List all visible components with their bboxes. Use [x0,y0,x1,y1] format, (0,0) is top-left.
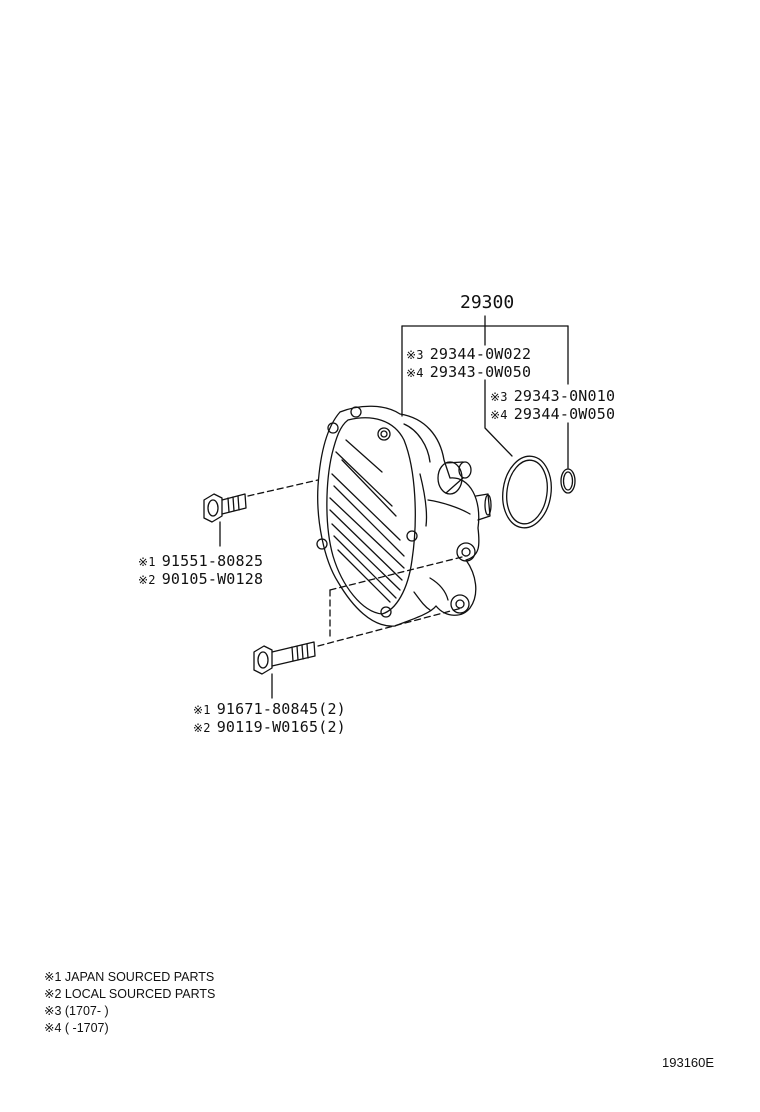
part-number: 91671-80845(2) [216,700,346,718]
ring-large-part-2[interactable]: ※4 29343-0W050 [406,363,531,382]
condition-mark: ※3 [490,390,508,404]
part-number: 90119-W0165(2) [216,718,346,736]
ring-large-part-1[interactable]: ※3 29344-0W022 [406,345,531,364]
bolt-long-part-1[interactable]: ※1 91671-80845(2) [193,700,346,719]
condition-mark: ※1 [193,703,211,717]
bolt-long-part-2[interactable]: ※2 90119-W0165(2) [193,718,346,737]
note-japan-sourced: ※1 JAPAN SOURCED PARTS [44,970,215,984]
main-part-number[interactable]: 29300 [460,292,515,313]
note-date-until: ※4 ( -1707) [44,1021,109,1035]
main-part-bracket [401,315,569,417]
condition-mark: ※1 [138,555,156,569]
o-ring-small [560,468,576,494]
bolt-short [203,493,247,547]
bolt-short-part-2[interactable]: ※2 90105-W0128 [138,570,263,589]
note-date-from: ※3 (1707- ) [44,1004,109,1018]
ring-small-part-1[interactable]: ※3 29343-0N010 [490,387,615,406]
condition-mark: ※3 [406,348,424,362]
condition-mark: ※4 [406,366,424,380]
condition-mark: ※2 [138,573,156,587]
part-number: 29344-0W022 [429,345,532,363]
bolt-short-path [247,479,319,497]
part-number: 91551-80825 [161,552,264,570]
note-local-sourced: ※2 LOCAL SOURCED PARTS [44,987,216,1001]
figure-id: 193160E [662,1055,715,1070]
condition-mark: ※2 [193,721,211,735]
ring-small-part-2[interactable]: ※4 29344-0W050 [490,405,615,424]
part-number: 90105-W0128 [161,570,264,588]
vacuum-pump-body [316,405,492,627]
condition-mark: ※4 [490,408,508,422]
o-ring-large [502,455,552,529]
part-number: 29343-0N010 [513,387,616,405]
part-number: 29343-0W050 [429,363,532,381]
bolt-long [253,641,316,699]
ring-large-leader [484,379,513,457]
bolt-short-part-1[interactable]: ※1 91551-80825 [138,552,263,571]
part-number: 29344-0W050 [513,405,616,423]
bolt-long-path [317,555,467,647]
